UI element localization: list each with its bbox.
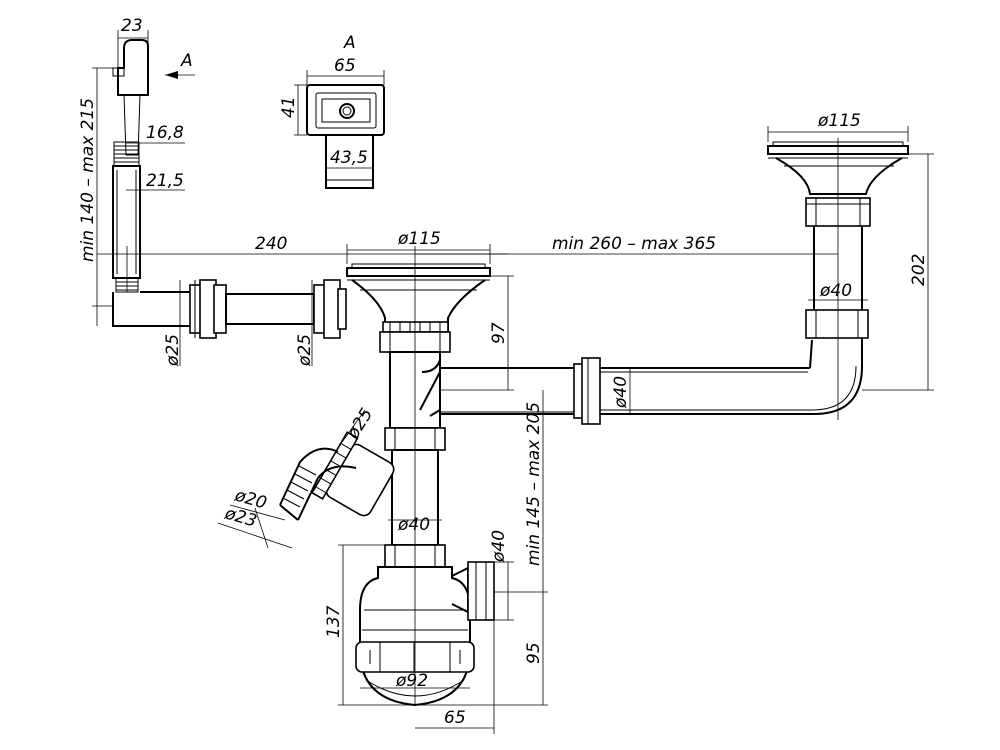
label-h137: 137: [324, 605, 344, 638]
label-h95: 95: [524, 642, 544, 664]
label-len240: 240: [255, 234, 287, 254]
overflow-corrugation: [113, 141, 140, 167]
label-d40-horizontal: ø40: [611, 376, 631, 409]
label-overflow-length: min 140 – max 215: [78, 98, 98, 262]
label-h202: 202: [909, 254, 929, 286]
label-h97: 97: [489, 322, 509, 344]
label-d16-8: 16,8: [146, 123, 184, 143]
label-d40-mid: ø40: [397, 515, 430, 535]
label-range-145-205: min 145 – max 205: [524, 402, 544, 566]
label-range-260-365: min 260 – max 365: [552, 234, 716, 254]
label-w65-view: 65: [334, 56, 356, 76]
label-d40-right: ø40: [819, 281, 852, 301]
label-w43-5: 43,5: [330, 148, 368, 168]
label-d21-5: 21,5: [146, 171, 184, 191]
label-view-arrow: A: [180, 51, 193, 71]
view-a-detail: [306, 84, 385, 189]
label-d40-outlet: ø40: [489, 530, 509, 563]
label-d92: ø92: [395, 671, 428, 691]
label-d25-b: ø25: [295, 334, 315, 367]
label-h41: 41: [279, 96, 299, 118]
label-d25-a: ø25: [163, 334, 183, 367]
dimension-lines: [92, 30, 934, 734]
overflow-assembly: [112, 39, 347, 339]
right-drain-assembly: [573, 141, 909, 425]
hose-nozzle: [279, 447, 357, 521]
label-w23: 23: [121, 16, 143, 36]
label-d115-right: ø115: [817, 111, 861, 131]
dimension-labels: 23 A A 65 41 43,5 16,8 21,5 min 140 – ma…: [78, 16, 929, 728]
label-view-title: A: [343, 33, 356, 53]
dishwasher-connector: [311, 431, 395, 517]
label-d115-left: ø115: [397, 229, 441, 249]
label-w65-bottom: 65: [444, 708, 466, 728]
